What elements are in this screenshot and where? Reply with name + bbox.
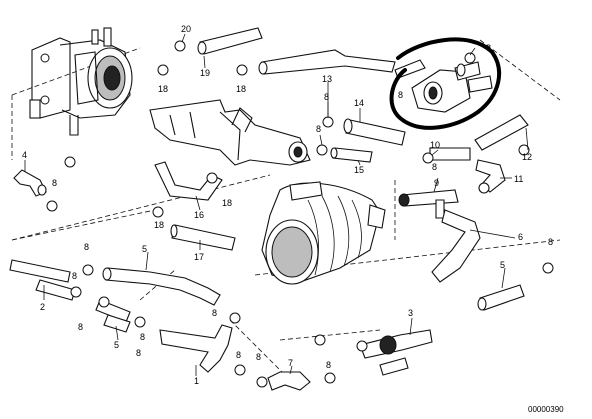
callout-5-c: 5 <box>114 340 119 350</box>
callout-8-circled: 8 <box>398 90 403 100</box>
callout-13: 13 <box>322 74 332 84</box>
callout-8-bottom-left-2: 8 <box>72 271 77 281</box>
callout-8-top-right: 8 <box>486 43 491 53</box>
callout-8-bottom-2: 8 <box>136 348 141 358</box>
callout-17: 17 <box>194 252 204 262</box>
callout-4: 4 <box>22 150 27 160</box>
bracket-part <box>389 37 502 130</box>
hoses-left <box>9 169 131 323</box>
callout-19: 19 <box>200 68 210 78</box>
hoses-middle <box>330 114 529 163</box>
callout-15: 15 <box>354 165 364 175</box>
callout-18-a: 18 <box>158 84 168 94</box>
throttle-body <box>29 27 133 136</box>
intake-manifold <box>149 99 311 166</box>
hose-5-center <box>102 267 221 306</box>
callout-8-bottom-3: 8 <box>236 350 241 360</box>
callout-14: 14 <box>354 98 364 108</box>
callout-8-mid-1: 8 <box>324 92 329 102</box>
callout-8-bottom-5: 8 <box>326 360 331 370</box>
callout-8-bottom-left-3: 8 <box>78 322 83 332</box>
callout-2: 2 <box>40 302 45 312</box>
dashed-guide-lines <box>11 39 561 391</box>
leader-lines <box>24 33 529 376</box>
callout-labels: 20 19 18 18 18 18 8 8 13 8 14 8 15 10 8 … <box>22 24 553 386</box>
callout-6: 6 <box>518 232 523 242</box>
intake-boot <box>261 181 386 285</box>
callout-8-mid-2: 8 <box>316 124 321 134</box>
callout-20: 20 <box>181 24 191 34</box>
callout-1: 1 <box>194 376 199 386</box>
callout-8-left-1: 8 <box>52 178 57 188</box>
callout-8-bottom-4: 8 <box>256 352 261 362</box>
callout-7: 7 <box>288 358 293 368</box>
callout-11: 11 <box>514 174 523 184</box>
callout-16: 16 <box>194 210 204 220</box>
callout-8-bottom-left-4: 8 <box>140 332 145 342</box>
callout-18-d: 18 <box>222 198 232 208</box>
callout-10: 10 <box>430 140 440 150</box>
callout-18-b: 18 <box>236 84 246 94</box>
callout-9: 9 <box>434 178 439 188</box>
callout-8-mid-3: 8 <box>432 162 437 172</box>
callout-18-c: 18 <box>154 220 164 230</box>
bottom-assembly <box>103 314 433 391</box>
tee-and-hoses-right <box>398 159 506 283</box>
callout-8-right-1: 8 <box>548 237 553 247</box>
hoses-16-17 <box>154 161 236 251</box>
callout-8-bottom-1: 8 <box>212 308 217 318</box>
callout-5-b: 5 <box>500 260 505 270</box>
callout-5-a: 5 <box>142 244 147 254</box>
diagram-reference-number: 00000390 <box>528 405 564 414</box>
hose-5-right <box>477 284 525 311</box>
callout-3: 3 <box>408 308 413 318</box>
callout-12: 12 <box>522 152 532 162</box>
callout-8-bottom-left-1: 8 <box>84 242 89 252</box>
hose-clamps <box>46 40 554 388</box>
hoses-top <box>197 27 426 79</box>
